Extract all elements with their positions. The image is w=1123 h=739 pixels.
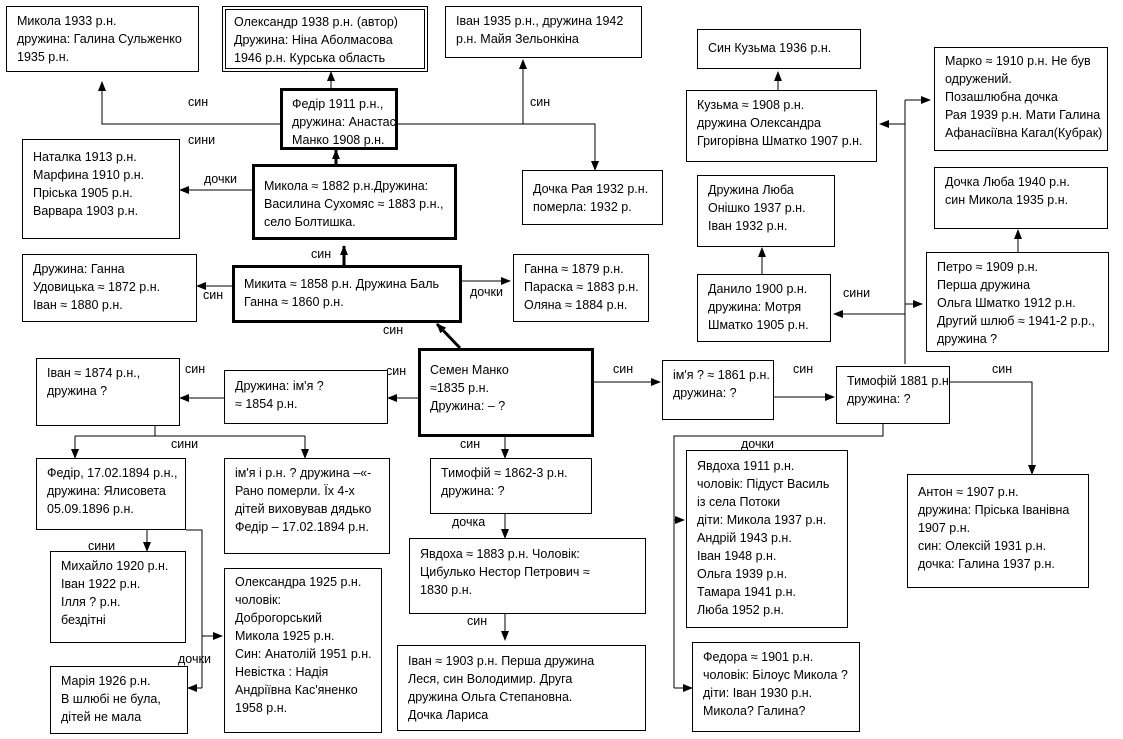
person-box-daughters-hanna-1879: Ганна ≈ 1879 р.н. Параска ≈ 1883 р.н. Ол…: [513, 254, 649, 322]
person-box-ivan-1935: Іван 1935 р.н., дружина 1942 р.н. Майя З…: [445, 6, 642, 58]
person-box-tymofiy-1862: Тимофій ≈ 1862-3 р.н. дружина: ?: [430, 458, 592, 514]
edge-label-sons: сини: [171, 437, 199, 451]
person-box-mykola-1882: Микола ≈ 1882 р.н.Дружина: Василина Сухо…: [252, 164, 457, 240]
edge-label-son: син: [188, 95, 209, 109]
person-box-mykhailo-1920: Михайло 1920 р.н. Іван 1922 р.н. Ілля ? …: [50, 551, 186, 643]
person-box-anton-1907: Антон ≈ 1907 р.н. дружина: Пріська Івані…: [907, 474, 1089, 588]
person-box-mykola-1933: Микола 1933 р.н. дружина: Галина Сульжен…: [6, 6, 199, 72]
edge-label-sons: сини: [843, 286, 871, 300]
person-box-danylo-1900: Данило 1900 р.н. дружина: Мотря Шматко 1…: [697, 274, 831, 342]
person-box-semen-1835: Семен Манко ≈1835 р.н. Дружина: – ?: [418, 348, 594, 437]
person-box-hanna-udovytska: Дружина: Ганна Удовицька ≈ 1872 р.н. Іва…: [22, 254, 197, 322]
person-box-kuzma-1936: Син Кузьма 1936 р.н.: [697, 29, 861, 69]
person-box-ivan-1874: Іван ≈ 1874 р.н., дружина ?: [36, 358, 180, 426]
edge-label-daughters: дочки: [204, 172, 237, 186]
edge-label-daughter: дочка: [452, 515, 486, 529]
person-box-unknown-1861: ім'я ? ≈ 1861 р.н. дружина: ?: [662, 360, 774, 420]
person-box-mariya-1926: Марія 1926 р.н. В шлюбі не була, дітей н…: [50, 666, 188, 734]
person-box-daughters-natalka: Наталка 1913 р.н. Марфина 1910 р.н. Пріс…: [22, 139, 180, 239]
edge-label-son: син: [185, 362, 206, 376]
person-box-fedir-1894: Федір, 17.02.1894 р.н., дружина: Ялисове…: [36, 458, 186, 530]
edge-label-son: син: [386, 364, 407, 378]
person-box-petro-1909: Петро ≈ 1909 р.н. Перша дружина Ольга Шм…: [926, 252, 1109, 352]
edge-label-son: син: [311, 247, 332, 261]
edge-label-son: син: [203, 288, 224, 302]
person-box-oleksandra-1925: Олександра 1925 р.н. чоловік: Доброгорсь…: [224, 568, 382, 733]
person-box-unknown-died-early: ім'я і р.н. ? дружина –«- Рано померли. …: [224, 458, 390, 554]
edge-label-son: син: [467, 614, 488, 628]
person-box-fedora-1901: Федора ≈ 1901 р.н. чоловік: Білоус Микол…: [692, 642, 860, 732]
person-box-yavdokha-1883: Явдоха ≈ 1883 р.н. Чоловік: Цибулько Нес…: [409, 538, 646, 614]
person-box-raya-1932: Дочка Рая 1932 р.н. померла: 1932 р.: [522, 170, 663, 225]
person-box-oleksandr-1938-author: Олександр 1938 р.н. (автор) Дружина: Нін…: [222, 6, 428, 72]
edge-label-son: син: [992, 362, 1013, 376]
edge-label-sons: сини: [188, 133, 216, 147]
edge-label-son: син: [793, 362, 814, 376]
edge-label-daughters: дочки: [178, 652, 211, 666]
person-box-kuzma-1908: Кузьма ≈ 1908 р.н. дружина Олександра Гр…: [686, 90, 877, 162]
edge-label-son: син: [613, 362, 634, 376]
edge-label-son: син: [460, 437, 481, 451]
person-box-marko-1910: Марко ≈ 1910 р.н. Не був одружений. Поза…: [934, 47, 1108, 151]
edge-label-daughters: дочки: [741, 437, 774, 451]
person-box-lyuba-onishko: Дружина Люба Онішко 1937 р.н. Іван 1932 …: [697, 175, 835, 247]
person-box-tymofiy-1881: Тимофій 1881 р.н. дружина: ?: [836, 366, 950, 424]
edge-label-son: син: [530, 95, 551, 109]
edge-label-daughters: дочки: [470, 285, 503, 299]
person-box-ivan-1903: Іван ≈ 1903 р.н. Перша дружина Леся, син…: [397, 645, 646, 731]
person-box-lyuba-1940: Дочка Люба 1940 р.н. син Микола 1935 р.н…: [934, 167, 1108, 229]
edge-label-son: син: [383, 323, 404, 337]
edge-label-sons: сини: [88, 539, 116, 553]
person-box-mykyta-1858: Микита ≈ 1858 р.н. Дружина Баль Ганна ≈ …: [232, 265, 462, 323]
person-box-wife-1854: Дружина: ім'я ? ≈ 1854 р.н.: [224, 370, 388, 424]
person-box-yavdokha-1911: Явдоха 1911 р.н. чоловік: Підуст Василь …: [686, 450, 848, 628]
person-box-fedir-1911: Федір 1911 р.н., дружина: Анастасія Манк…: [280, 88, 398, 150]
